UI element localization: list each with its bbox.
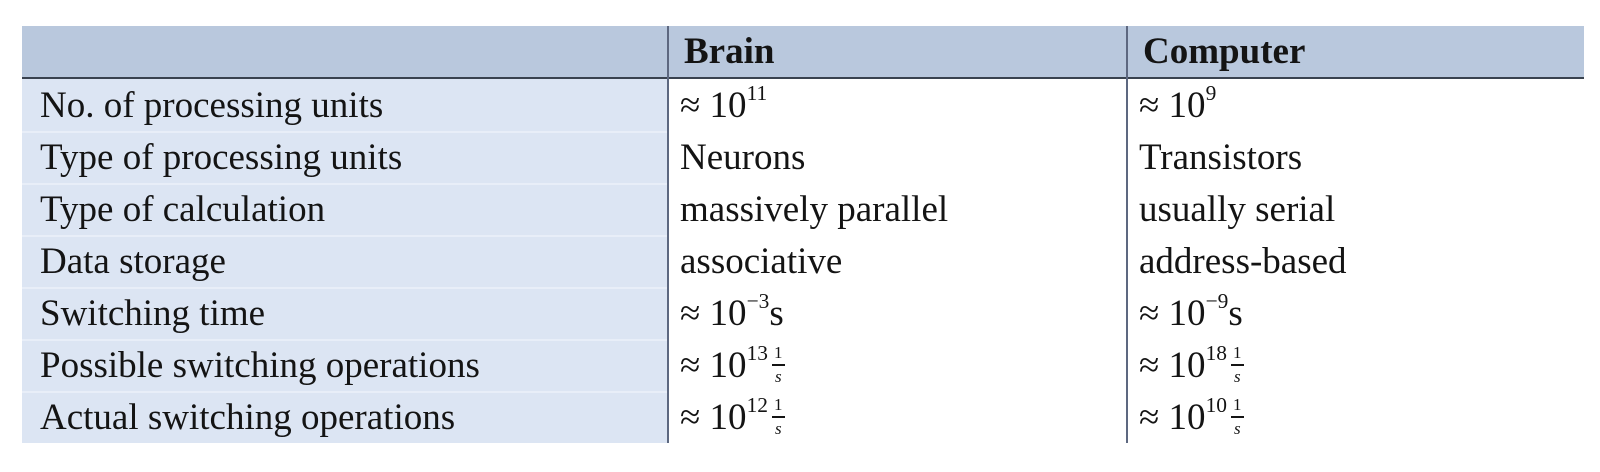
table-row: Type of processing units Neurons Transis… [22,131,1584,183]
computer-cell: Transistors [1127,131,1584,183]
row-label: Switching time [22,287,668,339]
col-header-brain: Brain [684,31,775,72]
table-header-row: Brain Computer [22,26,1584,77]
column-divider [1126,26,1128,443]
row-label: No. of processing units [22,79,668,131]
brain-cell: associative [668,235,1127,287]
header-underline [22,77,1584,79]
row-label: Type of processing units [22,131,668,183]
row-label: Actual switching operations [22,391,668,443]
comparison-table: Brain Computer No. of processing units ≈… [22,26,1584,443]
corner-header-cell [22,26,668,77]
column-divider [667,26,669,443]
row-label: Type of calculation [22,183,668,235]
brain-cell: Neurons [668,131,1127,183]
brain-cell: massively parallel [668,183,1127,235]
col-header-computer: Computer [1143,31,1306,72]
row-label: Possible switching operations [22,339,668,391]
table-row: Data storage associative address-based [22,235,1584,287]
computer-cell: address-based [1127,235,1584,287]
row-label: Data storage [22,235,668,287]
computer-cell: usually serial [1127,183,1584,235]
table-row: Type of calculation massively parallel u… [22,183,1584,235]
